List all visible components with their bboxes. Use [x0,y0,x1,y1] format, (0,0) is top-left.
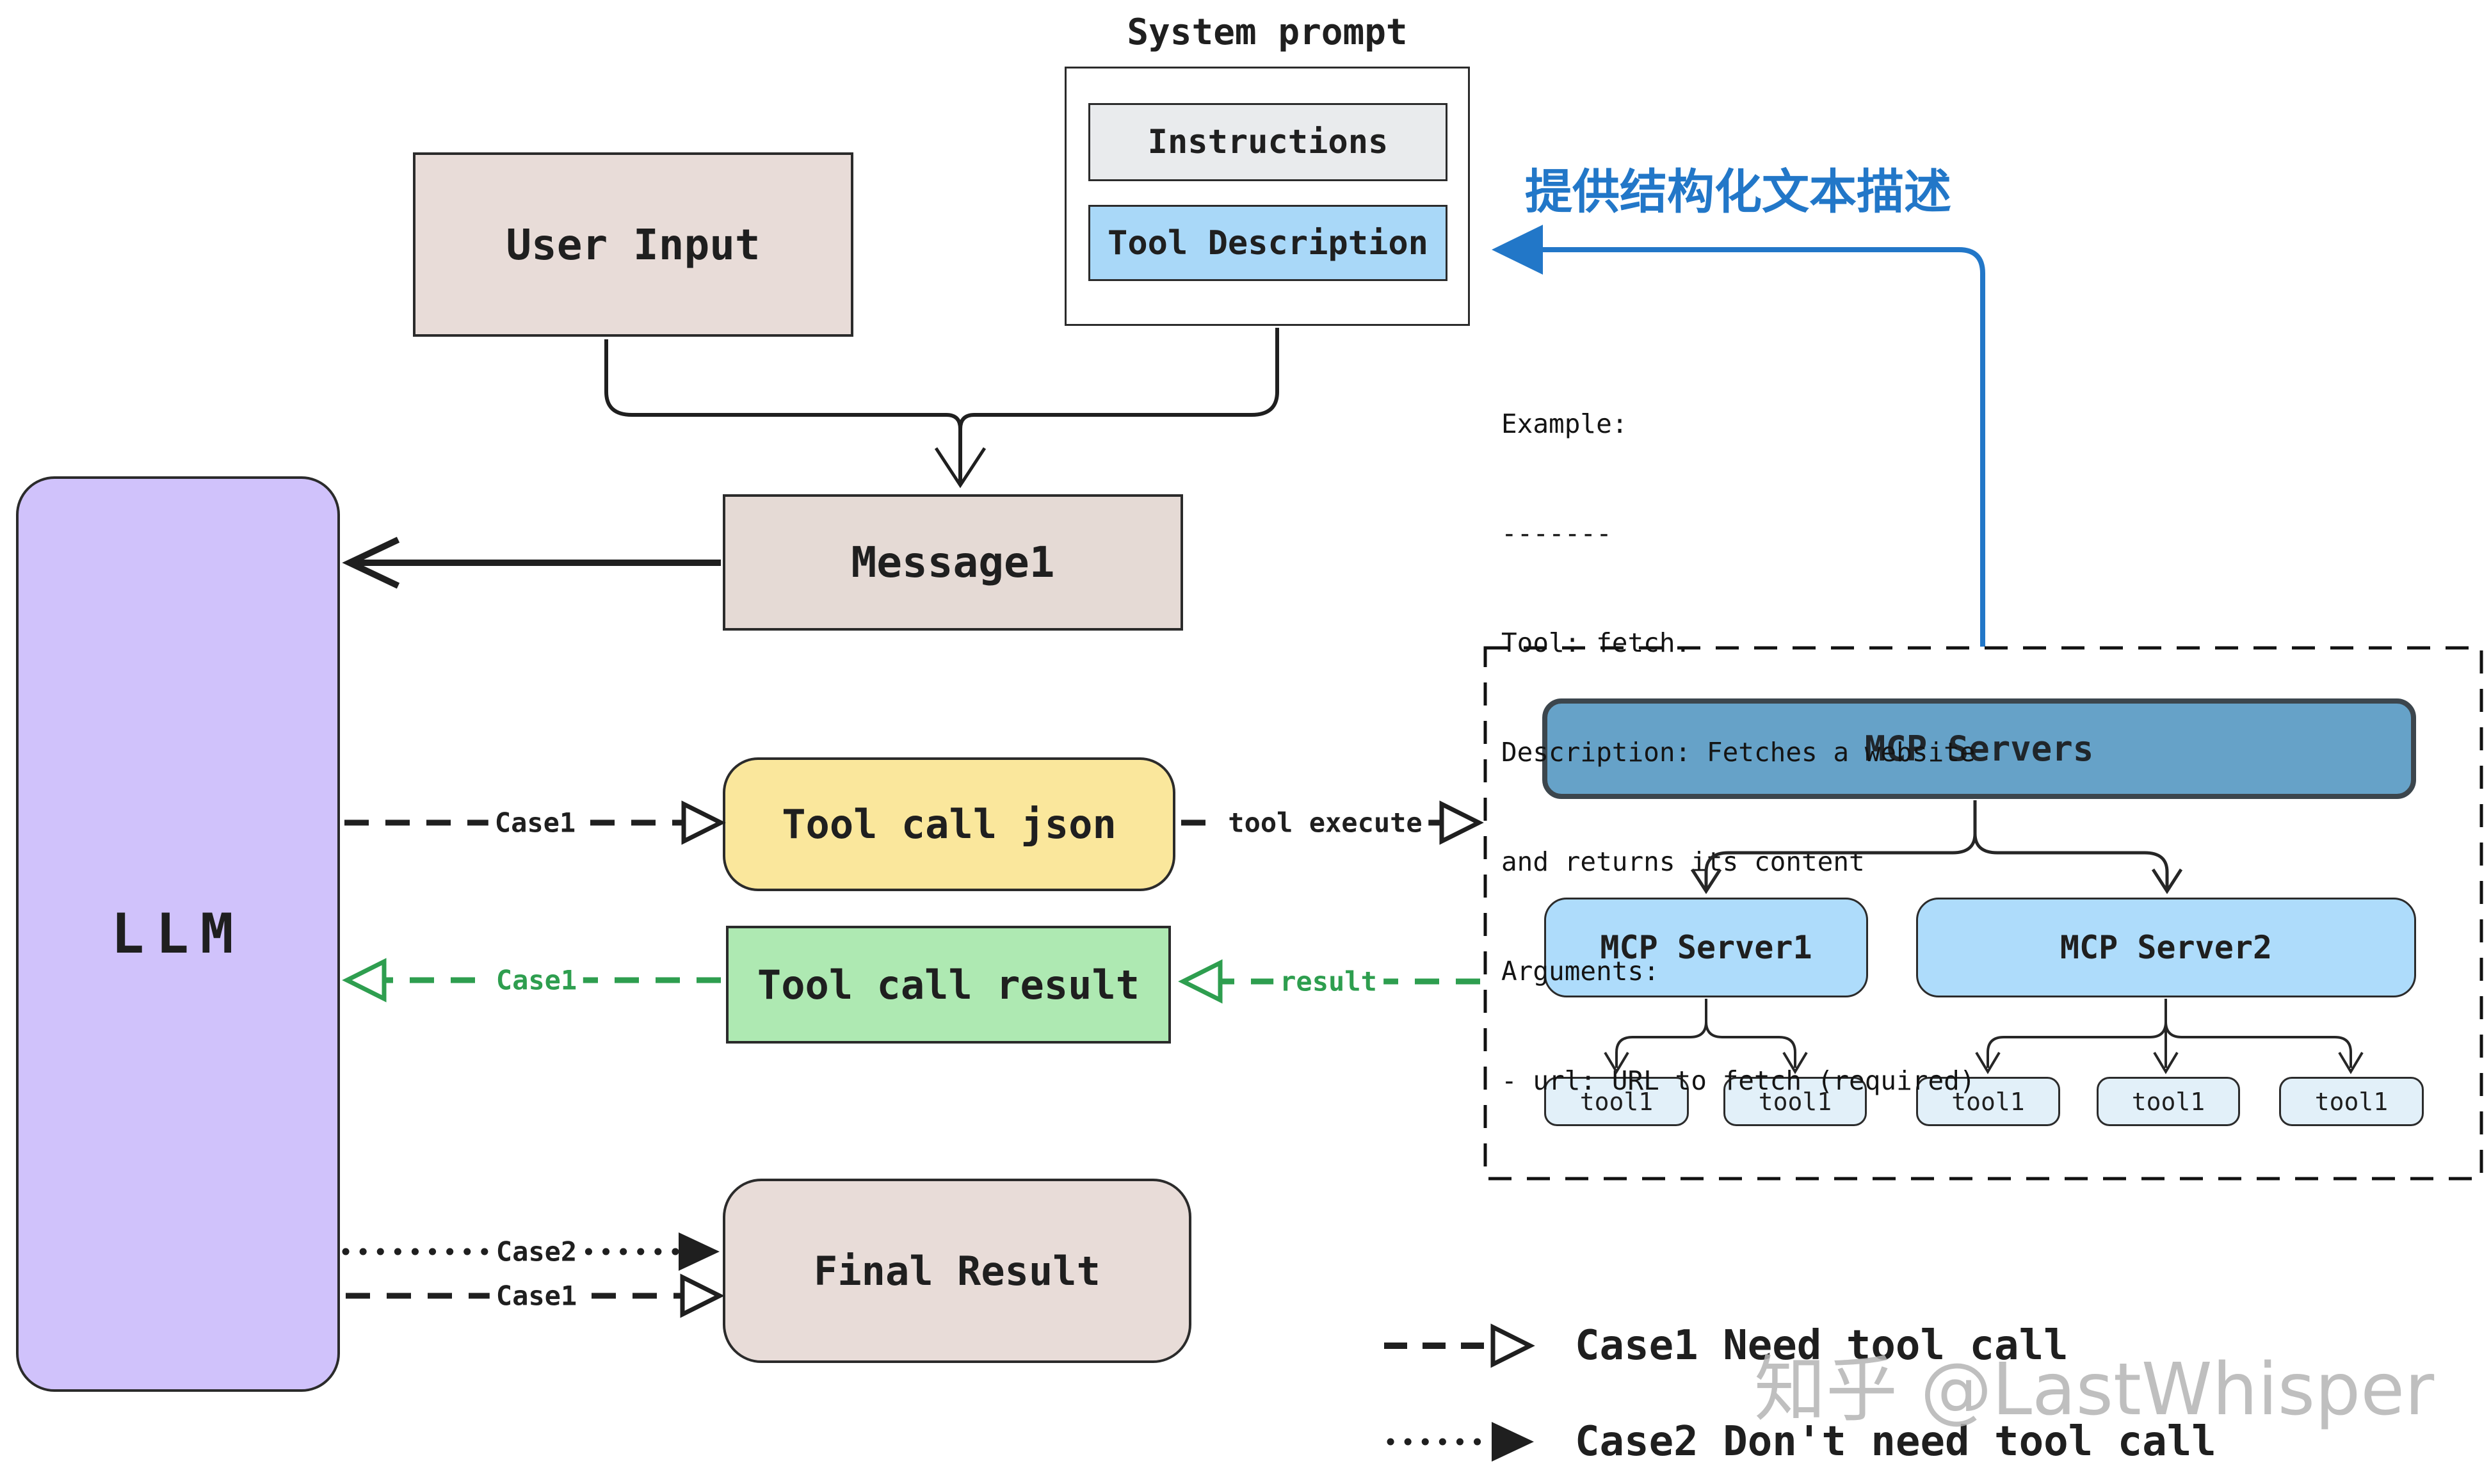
user-input-box: User Input [413,152,853,337]
llm-box: LLM [16,476,340,1392]
system-prompt-title: System prompt [1127,12,1408,53]
case2-final-label: Case2 [489,1234,584,1269]
final-result-label: Final Result [814,1247,1100,1294]
tool-label: tool1 [2131,1087,2205,1116]
example-line: Description: Fetches a website [1501,737,1976,768]
arrow-inputs-to-message1 [604,328,1279,488]
example-block: Example: ------- Tool: fetch. Descriptio… [1501,333,1976,1172]
example-line: Tool: fetch. [1501,627,1691,658]
tool-box: tool1 [2279,1077,2424,1126]
mcp-server2-box: MCP Server2 [1916,898,2416,997]
message1-box: Message1 [723,494,1183,631]
llm-label: LLM [111,902,245,966]
tool-call-json-box: Tool call json [723,757,1175,891]
legend-case1-label: Case1 Need tool call [1575,1322,2068,1369]
example-line: and returns its content [1501,846,1865,877]
legend-arrow-case2 [1387,1422,1534,1462]
tool-description-label: Tool Description [1108,223,1428,262]
tool-call-json-label: Tool call json [782,801,1117,848]
example-line: ------- [1501,518,1612,549]
message1-label: Message1 [851,538,1055,587]
example-line: Arguments: [1501,956,1659,987]
instructions-box: Instructions [1088,103,1447,181]
result-label: result [1273,964,1383,999]
legend-arrow-case1 [1384,1323,1535,1368]
tool-call-result-label: Tool call result [757,961,1140,1008]
user-input-label: User Input [506,220,761,270]
example-line: - url: URL to fetch (required) [1501,1065,1976,1096]
tool-call-result-box: Tool call result [726,926,1171,1044]
tool-description-box: Tool Description [1088,205,1447,281]
example-line: Example: [1501,408,1628,439]
structured-text-annotation: 提供结构化文本描述 [1525,165,1951,220]
case1-final-label: Case1 [489,1278,584,1313]
tool-execute-label: tool execute [1221,805,1429,840]
arrow-message1-to-llm [342,536,721,589]
mcp-server2-label: MCP Server2 [2060,929,2273,966]
tool-label: tool1 [2314,1087,2389,1116]
case1-result-label: Case1 [489,963,584,997]
tool-box: tool1 [2097,1077,2240,1126]
final-result-box: Final Result [723,1179,1191,1363]
instructions-label: Instructions [1147,123,1389,161]
legend-case2-label: Case2 Don't need tool call [1575,1418,2216,1465]
case1-json-label: Case1 [488,805,583,840]
